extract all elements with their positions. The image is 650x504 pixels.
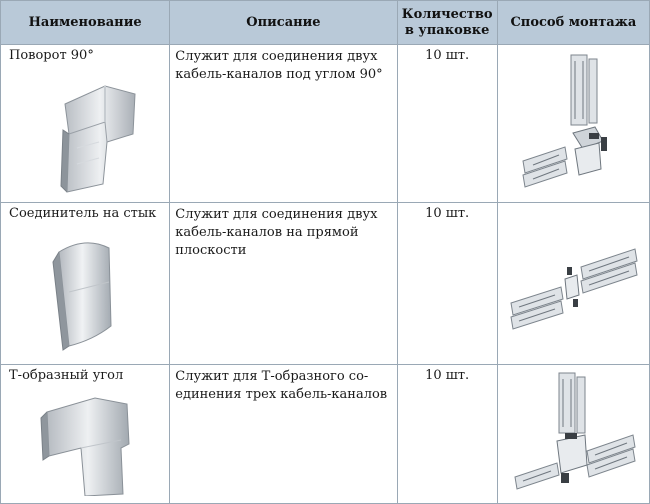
cell-quantity: 10 шт. <box>396 44 498 203</box>
cell-mounting <box>496 44 650 203</box>
cell-name: Поворот 90° <box>0 44 171 203</box>
cell-description: Служит для соединения двух кабель-канало… <box>169 44 398 203</box>
joint-mounting-illustration <box>510 248 638 330</box>
product-name: Поворот 90° <box>9 48 94 63</box>
product-name: Соединитель на стык <box>9 206 157 221</box>
product-description: Служит для соединения двух кабель-канало… <box>175 207 378 258</box>
product-quantity: 10 шт. <box>425 206 470 221</box>
product-name: Т-образный угол <box>9 368 124 383</box>
elbow-mounting-illustration <box>522 54 608 188</box>
table-row: Поворот 90° Служит для соединения двух к… <box>0 44 650 203</box>
table-row: Соединитель на стык Служит для соединени… <box>0 202 650 365</box>
cell-quantity: 10 шт. <box>396 364 498 504</box>
header-row: Наименование Описание Количество в упако… <box>0 0 650 45</box>
header-quantity-line1: Количество <box>401 6 493 22</box>
cell-name: Соединитель на стык <box>0 202 171 365</box>
product-quantity: 10 шт. <box>425 48 470 63</box>
t-shape-image <box>40 397 130 496</box>
cell-description: Служит для Т-образного со-единения трех … <box>169 364 398 504</box>
cell-mounting <box>496 202 650 365</box>
joint-connector-image <box>52 242 112 351</box>
header-quantity-line2: в упаковке <box>404 22 490 38</box>
elbow-90-image <box>60 85 136 193</box>
cell-name: Т-образный угол <box>0 364 171 504</box>
cell-quantity: 10 шт. <box>396 202 498 365</box>
header-mounting: Способ монтажа <box>496 0 650 45</box>
product-description: Служит для соединения двух кабель-канало… <box>175 49 383 82</box>
t-shape-mounting-illustration <box>514 372 636 490</box>
header-name: Наименование <box>0 0 171 45</box>
cell-mounting <box>496 364 650 504</box>
table-row: Т-образный угол Служит для Т-образного с… <box>0 364 650 504</box>
product-quantity: 10 шт. <box>425 368 470 383</box>
cell-description: Служит для соединения двух кабель-канало… <box>169 202 398 365</box>
header-quantity: Количество в упаковке <box>396 0 498 45</box>
product-description: Служит для Т-образного со-единения трех … <box>175 369 388 402</box>
header-description: Описание <box>169 0 398 45</box>
